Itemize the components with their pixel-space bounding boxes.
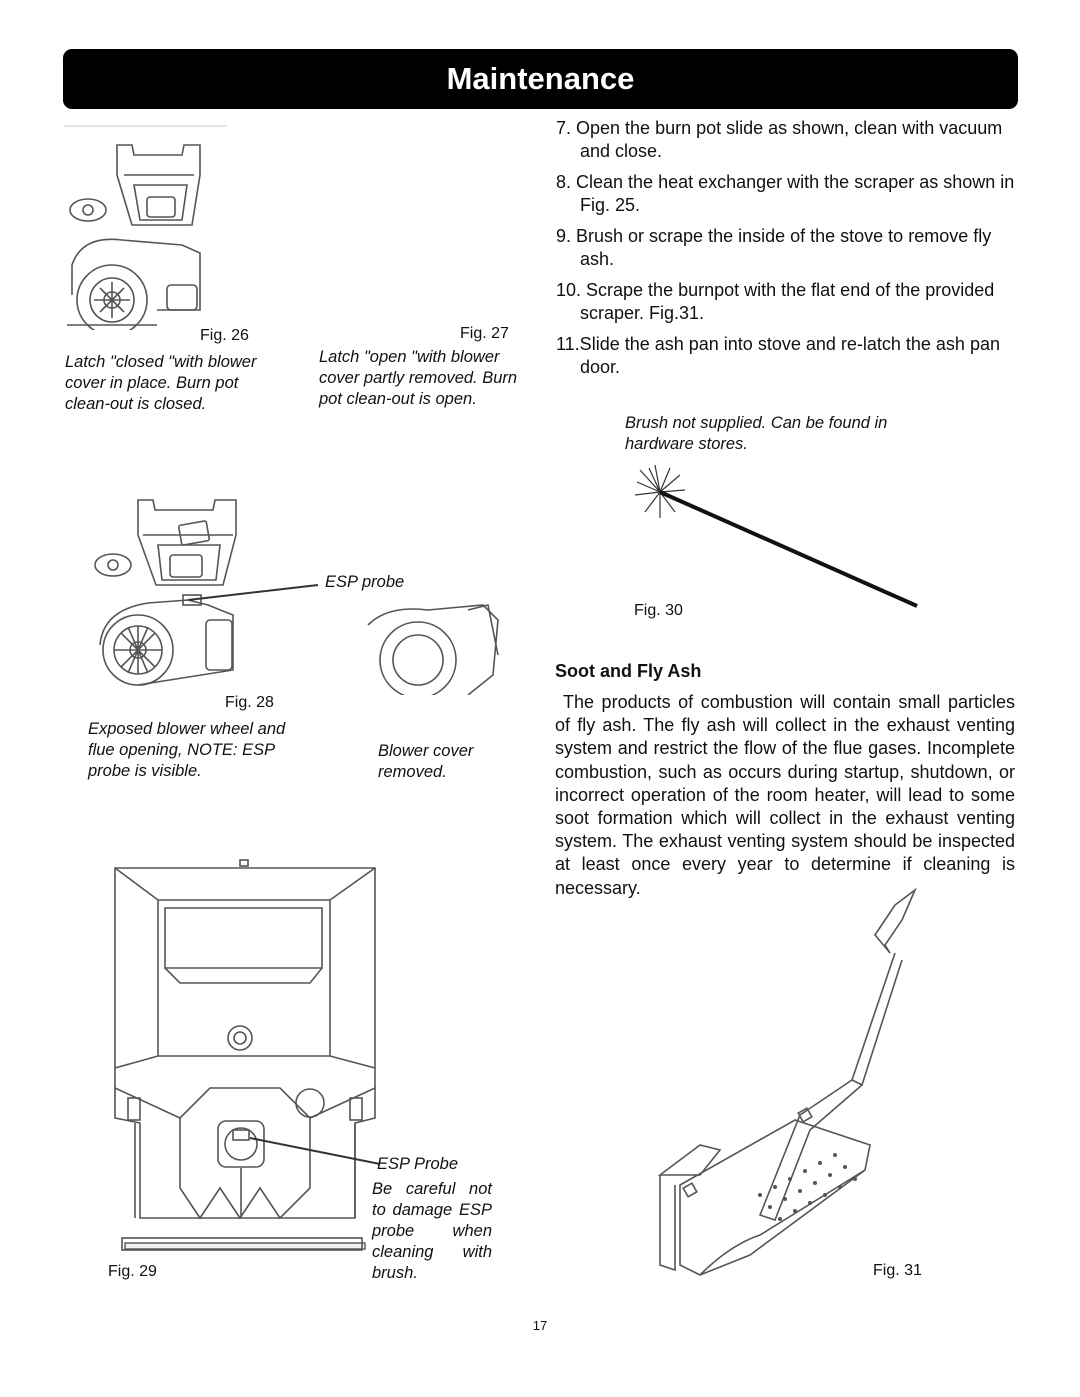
section-title: Maintenance [446,61,635,96]
fig26-drawing [67,144,201,330]
fig28-caption-cover: Blower cover removed. [378,742,474,781]
fig26-label: Fig. 26 [200,327,249,344]
fig30-caption: Brush not supplied. Can be found in hard… [625,414,888,453]
fig28-caption: Exposed blower wheel and flue opening, N… [88,720,286,780]
maintenance-steps: 7. Open the burn pot slide as shown, cle… [556,117,1018,387]
fig29-drawing [114,859,381,1251]
fig29-label: Fig. 29 [108,1263,157,1280]
fig31-label: Fig. 31 [873,1262,922,1279]
divider [64,125,227,127]
page-number: 17 [532,1318,548,1333]
esp-probe-callout: ESP probe [325,573,405,591]
section-header: Maintenance [63,49,1018,109]
fig26-caption: Latch "closed "with blower cover in plac… [65,353,257,413]
soot-body: The products of combustion will contain … [555,692,1015,898]
step-item: 10. Scrape the burnpot with the flat end… [556,280,995,323]
fig28-drawing [94,499,499,695]
step-item: 11.Slide the ash pan into stove and re-l… [556,334,1000,377]
step-item: 8. Clean the heat exchanger with the scr… [556,172,1015,215]
fig30-label: Fig. 30 [634,602,683,619]
soot-heading: Soot and Fly Ash [555,661,702,681]
step-item: 7. Open the burn pot slide as shown, cle… [556,118,1003,161]
fig27-caption: Latch "open "with blower cover partly re… [319,348,518,408]
fig29-caption: Be careful not to damage ESP probe when … [372,1180,492,1282]
fig28-label: Fig. 28 [225,694,274,711]
fig27-label: Fig. 27 [460,325,509,342]
step-item: 9. Brush or scrape the inside of the sto… [556,226,992,269]
brush-drawing [634,464,918,608]
esp-probe-callout-2: ESP Probe [377,1155,459,1173]
scraper-drawing [657,887,917,1276]
